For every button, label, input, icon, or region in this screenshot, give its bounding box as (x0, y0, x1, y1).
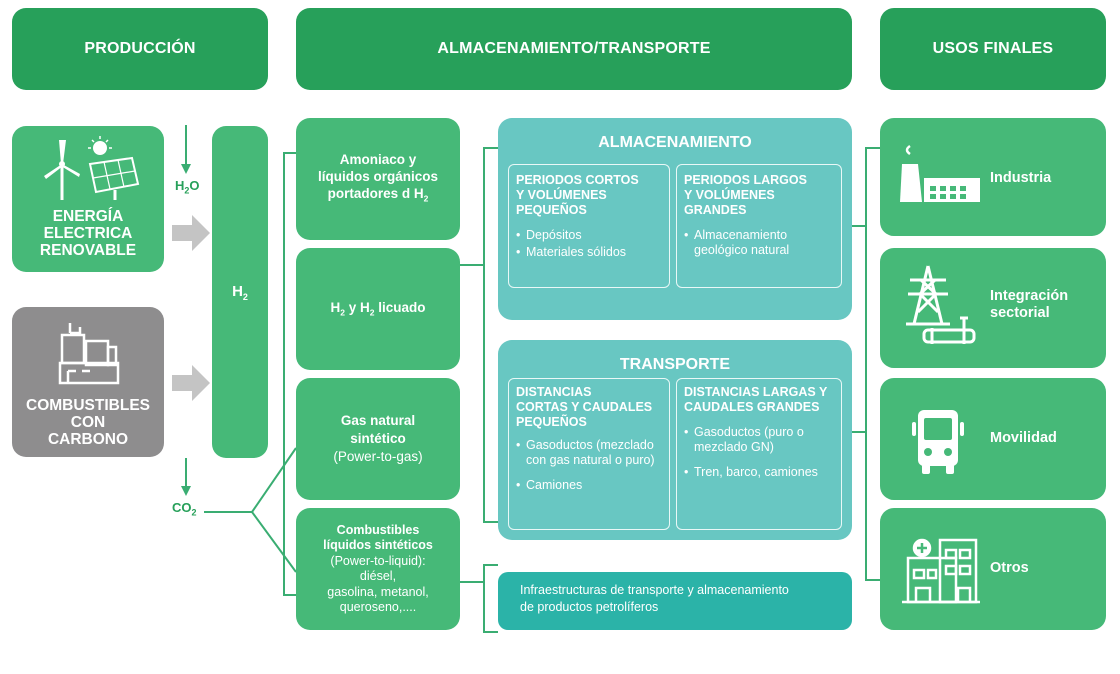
source-combustibles-carbono: COMBUSTIBLES CON CARBONO (12, 307, 164, 457)
power-tower-icon (906, 265, 976, 344)
list-item: Almacenamiento geológico natural (684, 228, 835, 258)
periodos-largos-box: PERIODOS LARGOS Y VOLÚMENES GRANDES Alma… (676, 164, 842, 288)
uso-movilidad-label: Movilidad (990, 430, 1057, 446)
list-item: Materiales sólidos (516, 245, 663, 260)
h2-label: H2 (232, 282, 248, 302)
carrier-gas-natural: Gas natural sintético (Power-to-gas) (296, 378, 460, 500)
source-renovable-line3: RENOVABLE (39, 242, 137, 259)
header-usos-finales: USOS FINALES (880, 8, 1106, 90)
uso-industria-label: Industria (990, 170, 1052, 186)
source-energia-renovable: ENERGÍA ELECTRICA RENOVABLE (12, 126, 164, 272)
source-renovable-line1: ENERGÍA (52, 208, 124, 225)
uso-integracion-label-1: Integración (990, 288, 1069, 304)
transporte-title: TRANSPORTE (619, 356, 731, 373)
source-carbono-line2: CON (70, 414, 106, 431)
almacenamiento-title: ALMACENAMIENTO (598, 134, 752, 151)
distancias-largas-box: DISTANCIAS LARGAS Y CAUDALES GRANDES Gas… (676, 378, 842, 530)
carrier-amoniaco: Amoniaco y líquidos orgánicos portadores… (296, 118, 460, 240)
uso-otros: Otros (880, 508, 1106, 630)
uso-otros-label: Otros (990, 560, 1029, 576)
carrier-combustibles: Combustibles líquidos sintéticos (Power-… (296, 508, 460, 630)
industry-icon (900, 144, 980, 202)
h2o-label: H2O (175, 178, 200, 196)
uso-integracion-sectorial: Integración sectorial (880, 248, 1106, 368)
infraestructuras-box: Infraestructuras de transporte y almacen… (498, 572, 852, 630)
source-carbono-line3: CARBONO (47, 431, 129, 448)
header-almacenamiento-transporte: ALMACENAMIENTO/TRANSPORTE (296, 8, 852, 90)
bus-icon (912, 410, 964, 474)
co2-label: CO2 (172, 500, 197, 518)
list-item: Tren, barco, camiones (684, 465, 835, 480)
list-item: Depósitos (516, 228, 663, 243)
factory-icon (58, 323, 120, 385)
list-item: Gasoductos (mezclado con gas natural o p… (516, 438, 663, 468)
wind-solar-icon (44, 136, 140, 200)
header-produccion: PRODUCCIÓN (12, 8, 268, 90)
source-renovable-line2: ELECTRICA (43, 225, 133, 242)
uso-movilidad: Movilidad (880, 378, 1106, 500)
carrier-h2-licuado: H2 y H2 licuado (296, 248, 460, 370)
list-item: Camiones (516, 478, 663, 493)
transporte-panel: TRANSPORTE DISTANCIAS CORTAS Y CAUDALES … (498, 340, 852, 540)
uso-industria: Industria (880, 118, 1106, 236)
source-carbono-line1: COMBUSTIBLES (26, 397, 150, 414)
periodos-cortos-box: PERIODOS CORTOS Y VOLÚMENES PEQUEÑOS Dep… (508, 164, 670, 288)
h2-column: H2 (212, 126, 268, 458)
arrow-carbono-icon (172, 365, 210, 401)
hospital-building-icon (902, 538, 980, 604)
almacenamiento-panel: ALMACENAMIENTO PERIODOS CORTOS Y VOLÚMEN… (498, 118, 852, 320)
distancias-cortas-box: DISTANCIAS CORTAS Y CAUDALES PEQUEÑOS Ga… (508, 378, 670, 530)
uso-integracion-label-2: sectorial (990, 305, 1050, 321)
arrow-renovable-icon (172, 215, 210, 251)
list-item: Gasoductos (puro o mezclado GN) (684, 425, 835, 455)
